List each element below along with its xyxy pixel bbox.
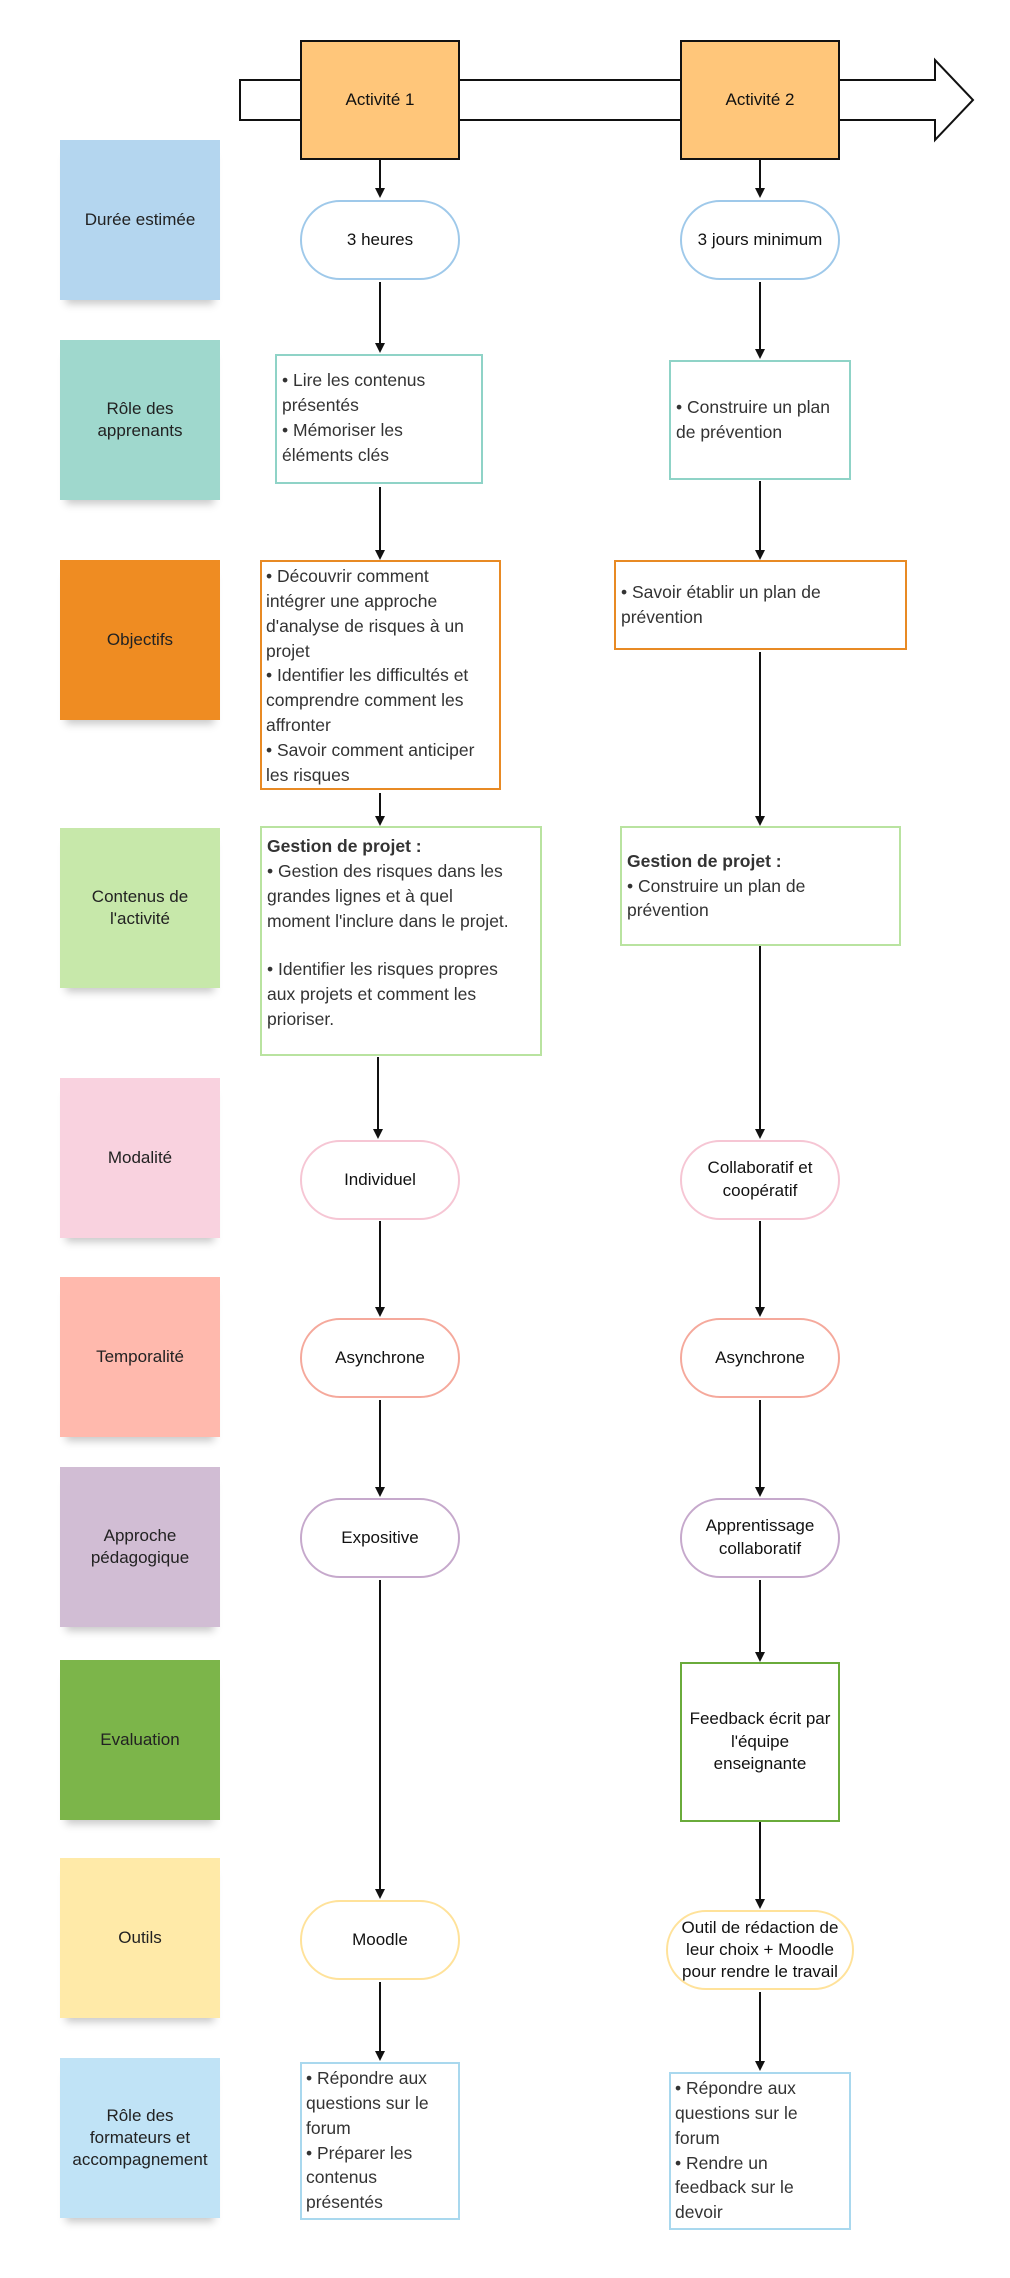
- role-apprenants-activity-1: • Lire les contenus présentés • Mémorise…: [275, 354, 483, 484]
- row-label-contenus: Contenus de l'activité: [60, 828, 220, 988]
- activity-2-header: Activité 2: [680, 40, 840, 160]
- contenus-activity-2: Gestion de projet : • Construire un plan…: [620, 826, 901, 946]
- role-formateurs-activity-2: • Répondre aux questions sur le forum • …: [669, 2072, 851, 2230]
- role-formateurs-activity-1: • Répondre aux questions sur le forum • …: [300, 2062, 460, 2220]
- activity-1-header: Activité 1: [300, 40, 460, 160]
- duree-activity-1: 3 heures: [300, 200, 460, 280]
- row-label-approche: Approche pédagogique: [60, 1467, 220, 1627]
- row-label-objectifs: Objectifs: [60, 560, 220, 720]
- outils-activity-1: Moodle: [300, 1900, 460, 1980]
- temporalite-activity-1: Asynchrone: [300, 1318, 460, 1398]
- row-label-evaluation: Evaluation: [60, 1660, 220, 1820]
- objectifs-activity-2: • Savoir établir un plan de prévention: [614, 560, 907, 650]
- row-label-role-apprenants: Rôle des apprenants: [60, 340, 220, 500]
- contenus-activity-1: Gestion de projet : • Gestion des risque…: [260, 826, 542, 1056]
- objectifs-activity-1: • Découvrir comment intégrer une approch…: [260, 560, 501, 790]
- outils-activity-2: Outil de rédaction de leur choix + Moodl…: [666, 1910, 854, 1990]
- approche-activity-1: Expositive: [300, 1498, 460, 1578]
- row-label-duree: Durée estimée: [60, 140, 220, 300]
- row-label-outils: Outils: [60, 1858, 220, 2018]
- temporalite-activity-2: Asynchrone: [680, 1318, 840, 1398]
- approche-activity-2: Apprentissage collaboratif: [680, 1498, 840, 1578]
- row-label-role-formateurs: Rôle des formateurs et accompagnement: [60, 2058, 220, 2218]
- row-label-temporalite: Temporalité: [60, 1277, 220, 1437]
- role-apprenants-activity-2: • Construire un plan de prévention: [669, 360, 851, 480]
- evaluation-activity-2: Feedback écrit par l'équipe enseignante: [680, 1662, 840, 1822]
- duree-activity-2: 3 jours minimum: [680, 200, 840, 280]
- activity-1-label: Activité 1: [345, 90, 415, 109]
- modalite-activity-2: Collaboratif et coopératif: [680, 1140, 840, 1220]
- activity-2-label: Activité 2: [725, 90, 795, 109]
- row-label-modalite: Modalité: [60, 1078, 220, 1238]
- modalite-activity-1: Individuel: [300, 1140, 460, 1220]
